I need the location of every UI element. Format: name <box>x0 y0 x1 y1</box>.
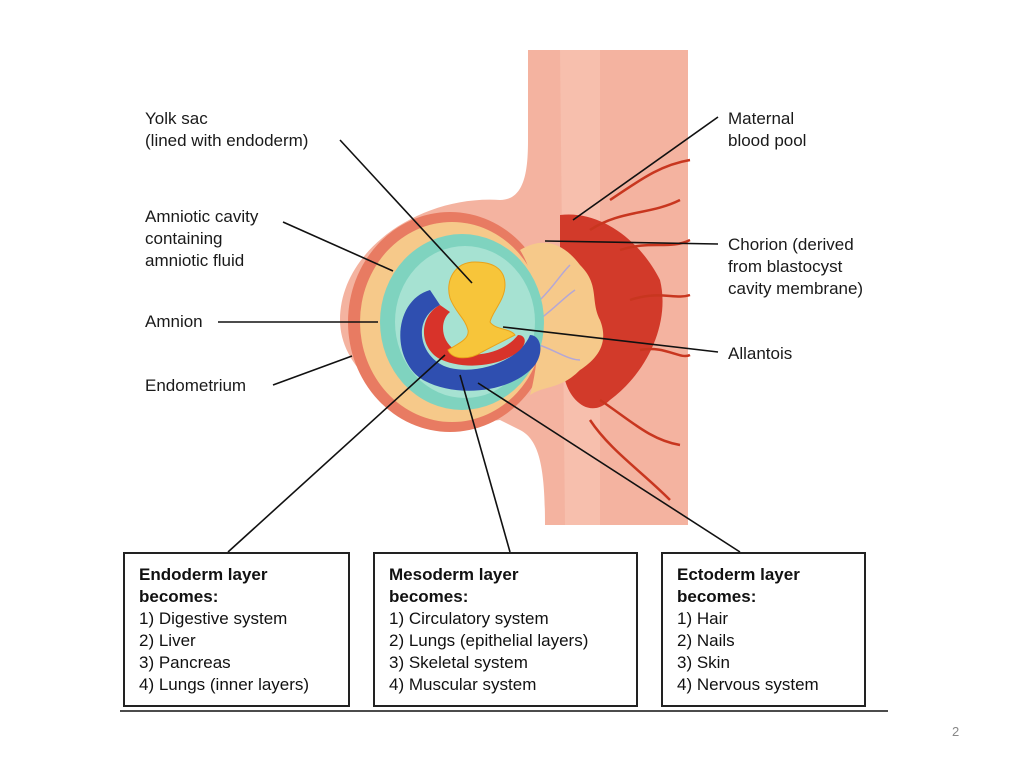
ectoderm-heading-becomes: becomes: <box>677 587 757 606</box>
list-item: 2) Liver <box>139 631 196 650</box>
list-item: 1) Circulatory system <box>389 609 549 628</box>
leader-endometrium <box>272 355 353 386</box>
leader-allantois <box>502 326 719 353</box>
mesoderm-box: Mesoderm layer becomes: 1) Circulatory s… <box>373 552 638 707</box>
mesoderm-heading-becomes: becomes: <box>389 587 469 606</box>
mesoderm-list: 1) Circulatory system 2) Lungs (epitheli… <box>389 608 622 696</box>
mesoderm-heading: Mesoderm layer <box>389 565 519 584</box>
leader-amniotic-cavity <box>282 221 394 272</box>
endoderm-heading: Endoderm layer <box>139 565 268 584</box>
label-allantois: Allantois <box>728 344 793 363</box>
list-item: 3) Pancreas <box>139 653 231 672</box>
label-yolk-sac: Yolk sac(lined with endoderm) <box>145 109 309 150</box>
ectoderm-layer <box>400 290 541 391</box>
label-endometrium: Endometrium <box>145 376 247 395</box>
leader-maternal-blood-pool <box>572 116 719 221</box>
leader-yolk-sac <box>339 139 473 284</box>
ectoderm-box: Ectoderm layer becomes: 1) Hair 2) Nails… <box>661 552 866 707</box>
list-item: 4) Nervous system <box>677 675 819 694</box>
chorionic-villi <box>520 242 604 395</box>
leader-lines <box>120 116 888 712</box>
leader-ectoderm <box>477 382 741 553</box>
endoderm-heading-becomes: becomes: <box>139 587 219 606</box>
yolk-sac <box>447 261 516 359</box>
list-item: 1) Hair <box>677 609 729 628</box>
ectoderm-heading: Ectoderm layer <box>677 565 800 584</box>
label-amnion: Amnion <box>145 312 203 331</box>
list-item: 4) Muscular system <box>389 675 537 694</box>
list-item: 3) Skeletal system <box>389 653 528 672</box>
ectoderm-list: 1) Hair 2) Nails 3) Skin 4) Nervous syst… <box>677 608 850 696</box>
blood-vessels <box>588 158 691 501</box>
leader-endoderm <box>227 354 446 553</box>
leader-mesoderm <box>459 374 511 553</box>
slide-number: 2 <box>952 724 960 739</box>
list-item: 4) Lungs (inner layers) <box>139 675 310 694</box>
list-item: 2) Lungs (epithelial layers) <box>389 631 589 650</box>
leader-chorion <box>544 240 719 245</box>
endoderm-list: 1) Digestive system 2) Liver 3) Pancreas… <box>139 608 334 696</box>
list-item: 3) Skin <box>677 653 730 672</box>
list-item: 1) Digestive system <box>139 609 288 628</box>
list-item: 2) Nails <box>677 631 735 650</box>
endoderm-box: Endoderm layer becomes: 1) Digestive sys… <box>123 552 350 707</box>
